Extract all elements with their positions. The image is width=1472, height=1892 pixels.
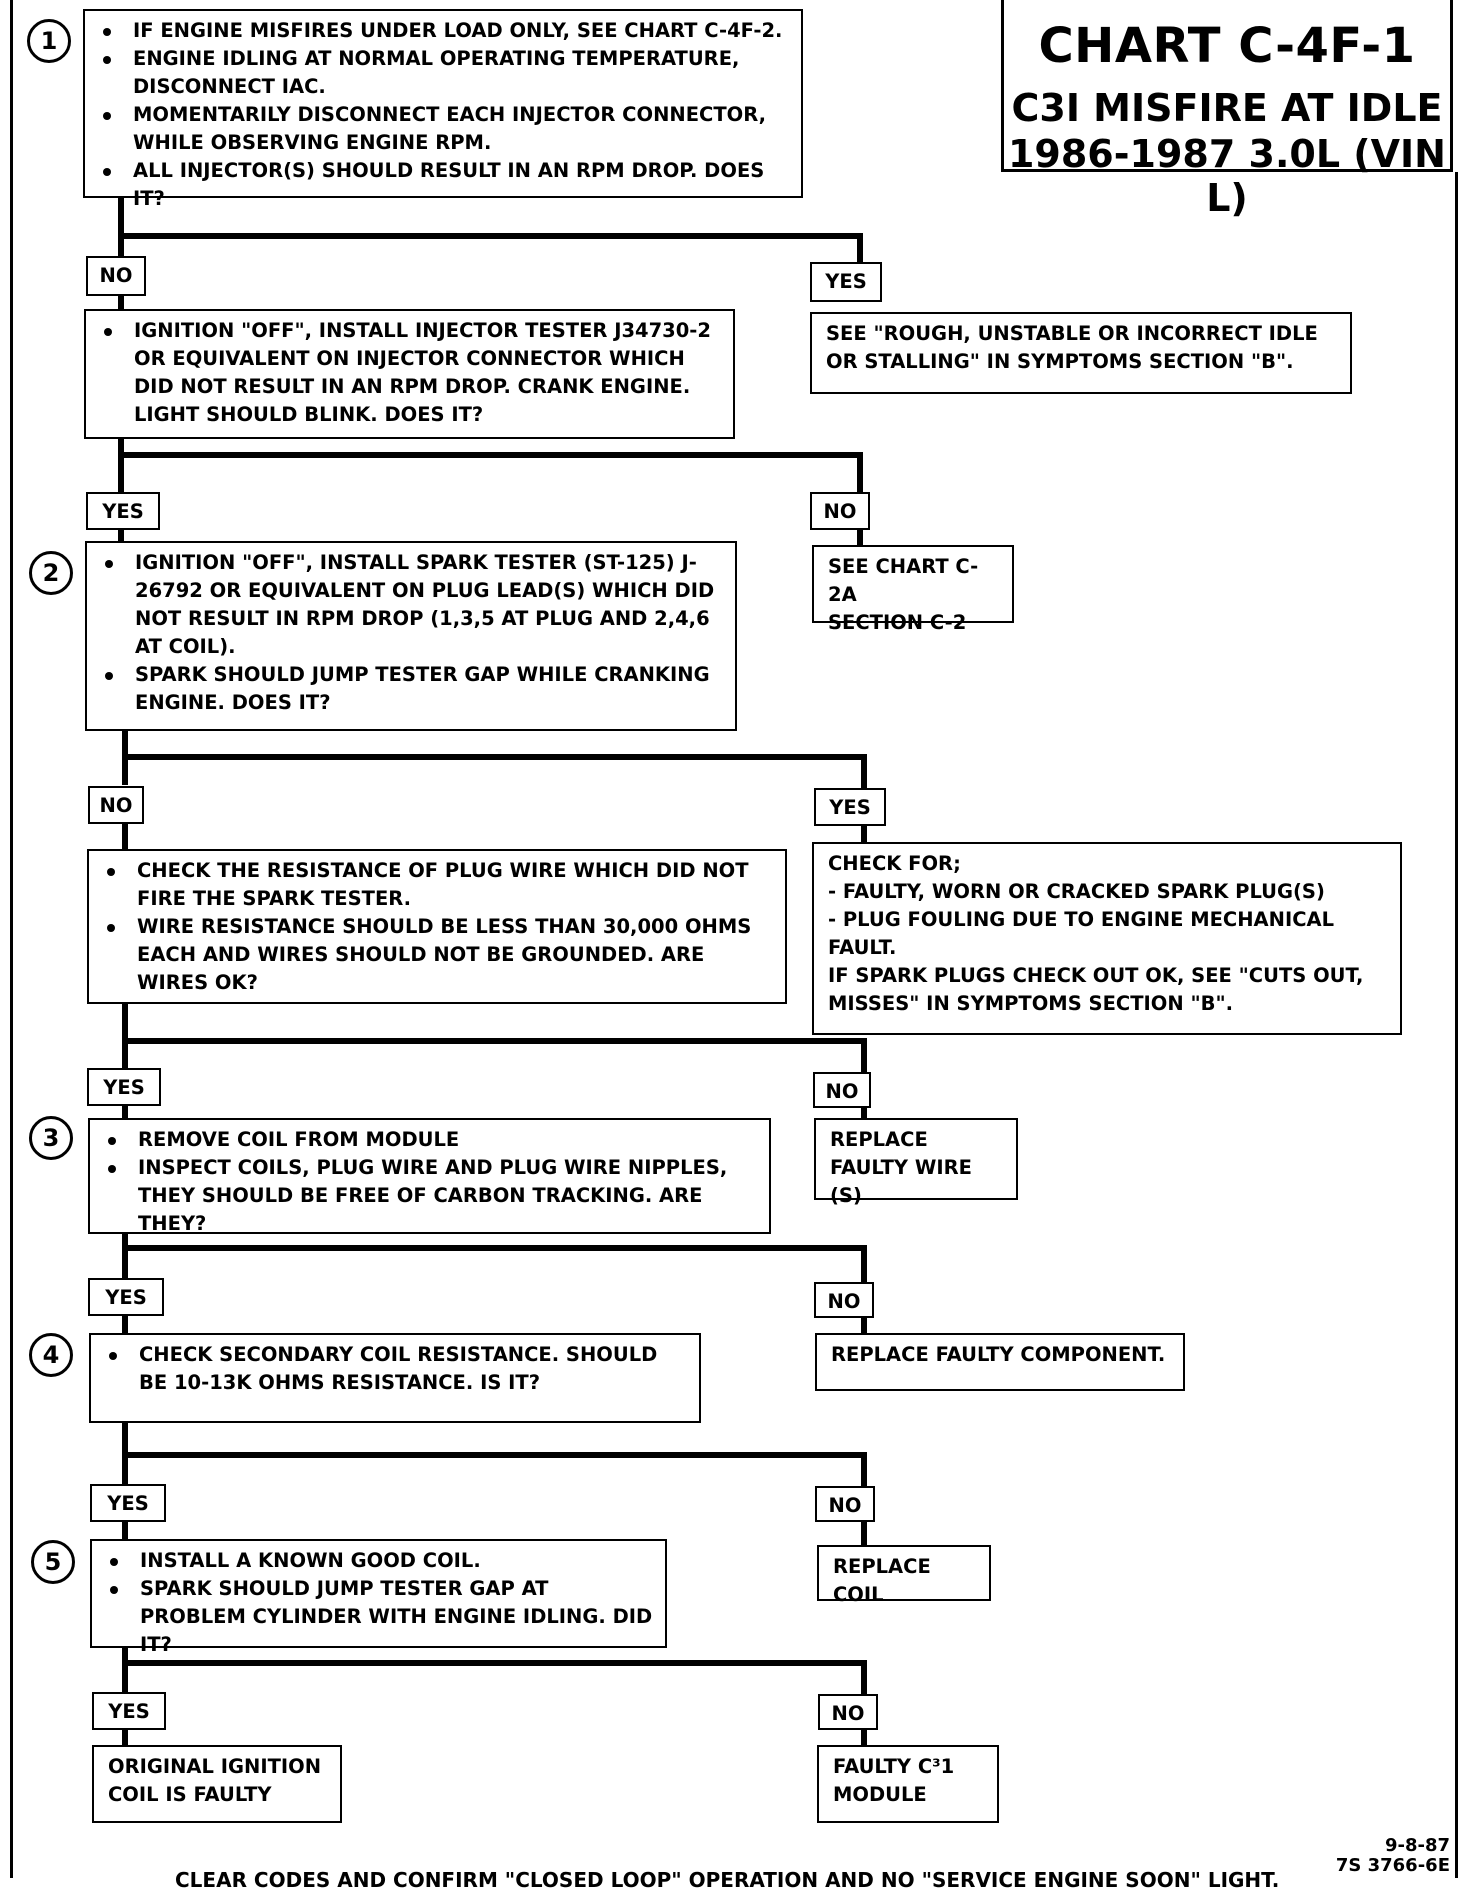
- faulty-module-box: FAULTY C³1 MODULE: [817, 1745, 999, 1823]
- step-5-marker: 5: [31, 1540, 75, 1584]
- step-4-marker: 4: [29, 1333, 73, 1377]
- replace-wire-box: REPLACE FAULTY WIRE (S): [814, 1118, 1018, 1207]
- step-1-item: IF ENGINE MISFIRES UNDER LOAD ONLY, SEE …: [99, 17, 789, 45]
- step-4-item: CHECK SECONDARY COIL RESISTANCE. SHOULD …: [105, 1341, 687, 1397]
- no-label: NO: [814, 1282, 874, 1318]
- chart-subtitle: C3I MISFIRE AT IDLE: [1011, 86, 1443, 130]
- step-5-item: SPARK SHOULD JUMP TESTER GAP AT PROBLEM …: [106, 1575, 653, 1659]
- see-chart-c2a-box: SEE CHART C-2A SECTION C-2: [812, 545, 1014, 634]
- yes-label: YES: [92, 1692, 166, 1730]
- page-border-right: [1455, 172, 1458, 1878]
- plug-wire-item: WIRE RESISTANCE SHOULD BE LESS THAN 30,0…: [103, 913, 773, 997]
- step-1-item: ALL INJECTOR(S) SHOULD RESULT IN AN RPM …: [99, 157, 789, 213]
- rough-idle-box: SEE "ROUGH, UNSTABLE OR INCORRECT IDLE O…: [810, 312, 1352, 394]
- injector-test-box: IGNITION "OFF", INSTALL INJECTOR TESTER …: [84, 309, 735, 439]
- step-4-box: CHECK SECONDARY COIL RESISTANCE. SHOULD …: [89, 1333, 701, 1423]
- step-1-box: IF ENGINE MISFIRES UNDER LOAD ONLY, SEE …: [83, 9, 803, 210]
- no-label: NO: [810, 492, 870, 530]
- step-2-item: IGNITION "OFF", INSTALL SPARK TESTER (ST…: [101, 549, 723, 661]
- original-coil-box: ORIGINAL IGNITION COIL IS FAULTY: [92, 1745, 342, 1823]
- step-5-box: INSTALL A KNOWN GOOD COIL. SPARK SHOULD …: [90, 1539, 667, 1656]
- yes-label: YES: [88, 1278, 164, 1316]
- page-border-left: [10, 0, 13, 1878]
- step-1-marker: 1: [27, 19, 71, 63]
- no-label: NO: [88, 786, 144, 824]
- no-label: NO: [818, 1694, 878, 1730]
- chart-id: CHART C-4F-1: [1038, 18, 1416, 74]
- no-label: NO: [86, 256, 146, 296]
- step-3-marker: 3: [29, 1116, 73, 1160]
- document-number: 7S 3766-6E: [1335, 1855, 1450, 1876]
- chart-model: 1986-1987 3.0L (VIN L): [1007, 132, 1446, 220]
- replace-wire-text: REPLACE FAULTY WIRE (S): [830, 1128, 972, 1207]
- faulty-module-text: FAULTY C³1 MODULE: [833, 1755, 955, 1806]
- step-1-item: MOMENTARILY DISCONNECT EACH INJECTOR CON…: [99, 101, 789, 157]
- step-3-item: INSPECT COILS, PLUG WIRE AND PLUG WIRE N…: [104, 1154, 757, 1238]
- yes-label: YES: [86, 492, 160, 530]
- replace-component-box: REPLACE FAULTY COMPONENT.: [815, 1333, 1185, 1391]
- injector-test-item: IGNITION "OFF", INSTALL INJECTOR TESTER …: [100, 317, 721, 429]
- yes-label: YES: [90, 1484, 166, 1522]
- step-3-item: REMOVE COIL FROM MODULE: [104, 1126, 757, 1154]
- step-2-box: IGNITION "OFF", INSTALL SPARK TESTER (ST…: [85, 541, 737, 731]
- yes-label: YES: [87, 1068, 161, 1106]
- no-label: NO: [813, 1072, 871, 1108]
- see-chart-c2a-text: SEE CHART C-2A SECTION C-2: [828, 555, 979, 634]
- document-date: 9-8-87: [1384, 1835, 1450, 1856]
- plug-wire-box: CHECK THE RESISTANCE OF PLUG WIRE WHICH …: [87, 849, 787, 1004]
- replace-coil-box: REPLACE COIL: [817, 1545, 991, 1606]
- yes-label: YES: [810, 262, 882, 302]
- replace-coil-text: REPLACE COIL: [833, 1555, 931, 1606]
- plug-wire-item: CHECK THE RESISTANCE OF PLUG WIRE WHICH …: [103, 857, 773, 913]
- rough-idle-text: SEE "ROUGH, UNSTABLE OR INCORRECT IDLE O…: [826, 322, 1318, 373]
- check-for-text: CHECK FOR; - FAULTY, WORN OR CRACKED SPA…: [828, 852, 1364, 1015]
- replace-component-text: REPLACE FAULTY COMPONENT.: [831, 1343, 1166, 1366]
- original-coil-text: ORIGINAL IGNITION COIL IS FAULTY: [108, 1755, 322, 1806]
- yes-label: YES: [814, 788, 886, 826]
- step-2-item: SPARK SHOULD JUMP TESTER GAP WHILE CRANK…: [101, 661, 723, 717]
- step-3-box: REMOVE COIL FROM MODULE INSPECT COILS, P…: [88, 1118, 771, 1235]
- footer-instruction: CLEAR CODES AND CONFIRM "CLOSED LOOP" OP…: [175, 1868, 1280, 1892]
- check-for-box: CHECK FOR; - FAULTY, WORN OR CRACKED SPA…: [812, 842, 1402, 1035]
- chart-title-block: CHART C-4F-1 C3I MISFIRE AT IDLE 1986-19…: [1001, 0, 1453, 220]
- step-2-marker: 2: [29, 551, 73, 595]
- no-label: NO: [815, 1486, 875, 1522]
- step-5-item: INSTALL A KNOWN GOOD COIL.: [106, 1547, 653, 1575]
- step-1-item: ENGINE IDLING AT NORMAL OPERATING TEMPER…: [99, 45, 789, 101]
- document-code: 9-8-87 7S 3766-6E: [1310, 1836, 1450, 1876]
